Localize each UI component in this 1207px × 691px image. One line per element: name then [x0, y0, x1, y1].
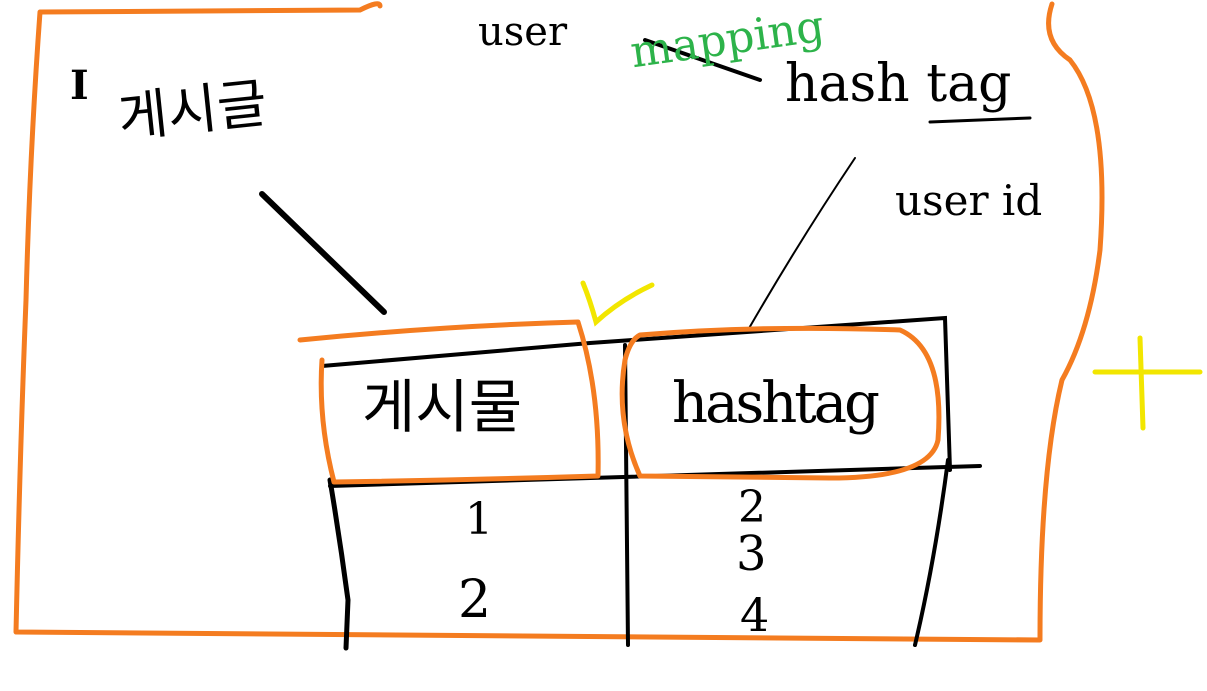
- table-right-line: [913, 458, 950, 647]
- table-cell-hashtag-3: 4: [740, 588, 770, 642]
- post-title-label: 게시글: [115, 71, 270, 150]
- table-middle-line: [623, 343, 630, 647]
- strike-line: [643, 38, 762, 82]
- connector-line-post: [259, 191, 387, 315]
- table-cell-post-1: 1: [465, 494, 493, 545]
- connector-line-hashtag: [747, 157, 856, 331]
- table-header-hashtag: hashtag: [672, 371, 880, 436]
- userid-label: user id: [895, 176, 1043, 225]
- hashtag-underline: [928, 116, 1032, 124]
- section-number: I: [70, 62, 89, 109]
- table-left-line: [327, 477, 351, 651]
- user-label: user: [478, 9, 568, 55]
- table-cell-hashtag-2: 3: [736, 526, 767, 582]
- orange-box-col2: [619, 325, 942, 481]
- yellow-check-mark: [580, 280, 655, 327]
- orange-box-col1: [297, 319, 601, 485]
- table-cell-hashtag-1: 2: [738, 482, 766, 533]
- yellow-plus-mark: [1092, 335, 1203, 431]
- table-header-post: 게시물: [362, 373, 523, 441]
- table-cell-post-2: 2: [458, 570, 492, 630]
- outer-orange-frame: [13, 1, 1105, 643]
- hashtag-label: hash tag: [785, 54, 1012, 114]
